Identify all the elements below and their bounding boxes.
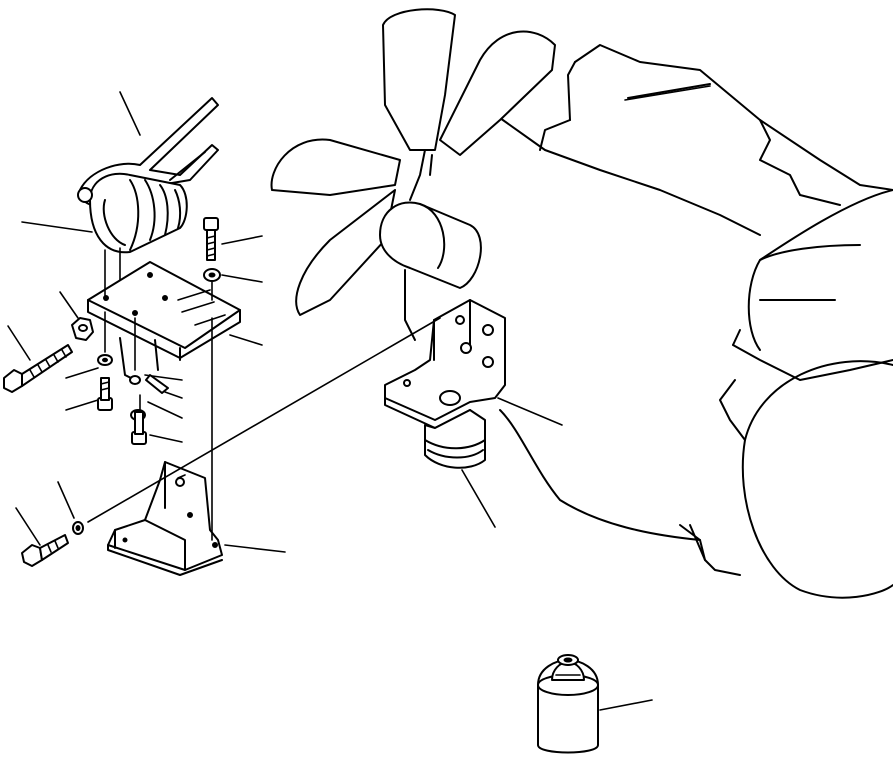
leader-washer-mid [147, 401, 183, 419]
bolt-mid-left [97, 377, 113, 411]
mount-bracket [107, 461, 223, 576]
leader-oil-filter [461, 469, 496, 528]
leader-bolt-top [221, 235, 263, 245]
leader-nut [59, 291, 79, 319]
leader-bolt-small [164, 391, 183, 399]
leader-alternator [21, 221, 93, 233]
washer-top [203, 268, 221, 282]
bolt-long-left [3, 344, 73, 393]
bolt-mid [131, 411, 147, 445]
engine-block [492, 44, 893, 599]
leader-filter-element [599, 699, 653, 711]
alternator-bracket-plate [87, 261, 241, 361]
leader-plate [229, 334, 263, 346]
leader-bolt-lower [15, 507, 41, 546]
leader-bolt-mid [149, 434, 183, 443]
washer-lower [72, 521, 84, 535]
leader-engine-bracket [497, 397, 563, 426]
engine-bracket [384, 299, 506, 469]
filter-element [537, 654, 599, 754]
alternator [77, 172, 188, 254]
cooling-fan [270, 8, 556, 316]
assembly-guide-lines [87, 247, 441, 541]
callout-leaders [7, 85, 711, 711]
leader-belt [119, 91, 141, 136]
leader-washer-left [65, 367, 99, 379]
oil-filter-cylinder [379, 201, 482, 341]
leader-washer-top [221, 274, 263, 283]
leader-mount-bracket [224, 544, 286, 553]
leader-wire [144, 374, 183, 381]
washer-left [97, 354, 113, 366]
bolt-top [203, 217, 219, 261]
leader-bolt-mid-left [65, 399, 99, 411]
bolt-lower [21, 534, 69, 567]
wire-terminal [119, 337, 169, 394]
leader-bolt-long-left [7, 325, 31, 361]
nut [71, 317, 94, 341]
leader-engine [624, 85, 711, 101]
leader-washer-lower [57, 481, 75, 519]
